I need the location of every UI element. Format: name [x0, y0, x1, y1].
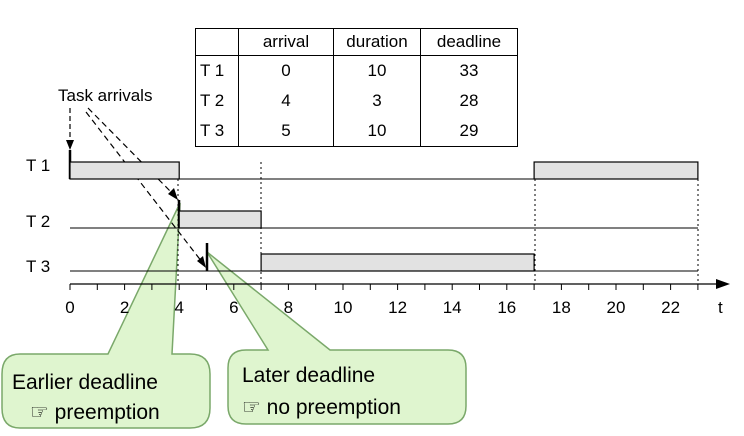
- arrival-arrow-t3: [85, 111, 203, 263]
- right-callout-line2-text: no preemption: [266, 396, 401, 419]
- table-cell-deadline: 28: [459, 91, 479, 110]
- axis-tick-label: 20: [606, 298, 626, 317]
- table-cell-arrival: 5: [281, 121, 291, 140]
- table-cell-arrival: 4: [281, 91, 291, 110]
- table-header-blank: [195, 28, 239, 56]
- pointing-hand-icon: ☞: [30, 401, 49, 424]
- axis-ticks: [69, 284, 699, 290]
- table-cell-duration: 10: [367, 61, 387, 80]
- table-header-duration: duration: [333, 28, 421, 56]
- axis-tick-label: 2: [119, 298, 130, 317]
- table-header-arrival: arrival: [238, 28, 334, 56]
- execution-bars: [69, 161, 699, 272]
- table-col-deadline: 33 28 29: [420, 55, 518, 147]
- table-col-task: T 1 T 2 T 3: [195, 55, 239, 147]
- table-cell-arrival: 0: [281, 61, 291, 80]
- axis-tick-label: 22: [661, 298, 681, 317]
- execution-bar-t1: [69, 161, 180, 180]
- right-callout-line1: Later deadline: [242, 364, 376, 387]
- time-axis-label: t: [718, 298, 723, 317]
- left-callout-line1: Earlier deadline: [12, 371, 158, 394]
- table-body-row: T 1 T 2 T 3 0 4 5 10 3 10 33 28 29: [195, 55, 518, 147]
- table-col-duration: 10 3 10: [333, 55, 421, 147]
- task-label-t3: T 3: [26, 257, 51, 276]
- axis-tick-label: 8: [283, 298, 294, 317]
- execution-bar-t1: [533, 161, 699, 180]
- left-callout-line2: ☞ preemption: [30, 400, 160, 425]
- table-cell-duration: 10: [367, 121, 387, 140]
- table-cell-deadline: 29: [459, 121, 479, 140]
- table-cell-task: T 3: [200, 121, 225, 140]
- execution-bar-t3: [260, 253, 535, 272]
- axis-tick-label: 18: [551, 298, 571, 317]
- task-label-t1: T 1: [26, 156, 51, 175]
- left-callout-shape: [1, 202, 211, 429]
- execution-bar-t2: [178, 210, 262, 229]
- table-col-arrival: 0 4 5: [238, 55, 334, 147]
- axis-tick-label: 4: [174, 298, 184, 317]
- arrival-arrowhead-t3: [197, 256, 206, 268]
- pointing-hand-icon: ☞: [242, 396, 261, 419]
- table-cell-task: T 1: [200, 61, 225, 80]
- right-callout-shape: [206, 251, 467, 425]
- table-header-row: arrival duration deadline: [195, 28, 518, 56]
- time-axis-arrowhead: [716, 279, 730, 289]
- table-header-deadline: deadline: [420, 28, 518, 56]
- task-label-t2: T 2: [26, 212, 51, 231]
- right-callout-line2: ☞ no preemption: [242, 395, 401, 420]
- axis-tick-label: 12: [388, 298, 408, 317]
- arrival-arrow-t2: [87, 107, 175, 196]
- table-cell-duration: 3: [372, 91, 382, 110]
- task-arrivals-annotation: Task arrivals: [58, 86, 153, 105]
- arrival-arrowhead-t2: [168, 188, 178, 200]
- table-cell-deadline: 33: [459, 61, 479, 80]
- axis-tick-label: 0: [65, 298, 75, 317]
- left-callout-line2-text: preemption: [54, 401, 160, 424]
- table-cell-task: T 2: [200, 91, 225, 110]
- arrival-arrowhead-t1: [66, 140, 74, 150]
- axis-tick-label: 16: [497, 298, 517, 317]
- task-parameter-table: arrival duration deadline T 1 T 2 T 3 0 …: [195, 28, 518, 147]
- axis-tick-label: 6: [229, 298, 239, 317]
- axis-tick-label: 10: [333, 298, 353, 317]
- axis-tick-label: 14: [442, 298, 462, 317]
